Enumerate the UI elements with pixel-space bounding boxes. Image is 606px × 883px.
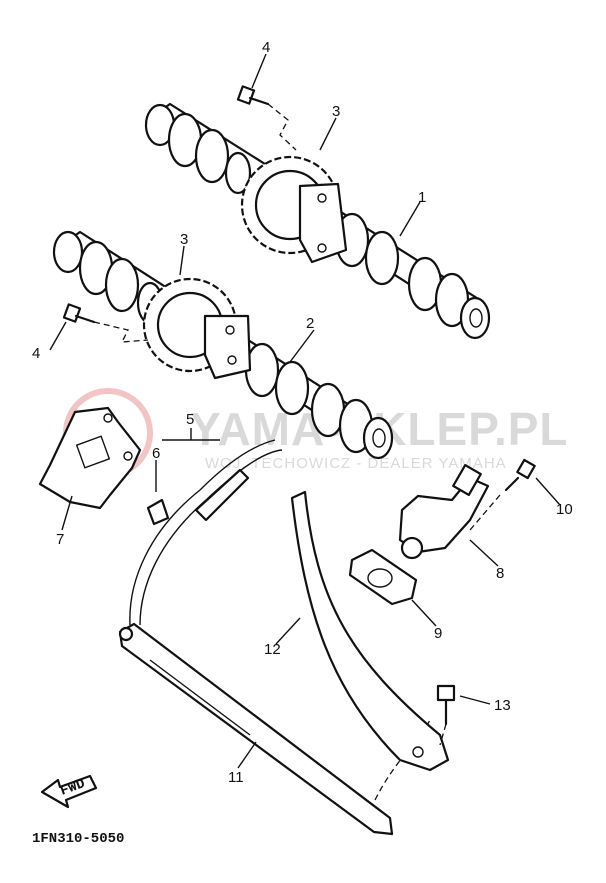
bolt-tensioner [469, 458, 536, 531]
cam-sprocket-lower [142, 277, 252, 380]
callout-11: 11 [228, 769, 244, 786]
chain-guide-tensioner [290, 490, 450, 772]
cam-chain [129, 439, 431, 801]
chain-tensioner [398, 464, 490, 560]
leader-lines [49, 53, 561, 769]
callout-8: 8 [496, 565, 504, 582]
callout-3-upper: 3 [332, 103, 340, 120]
callout-1: 1 [418, 189, 426, 206]
chain-guide-exhaust [118, 622, 394, 836]
callout-4-upper: 4 [262, 39, 270, 56]
fwd-label: FWD [58, 776, 87, 800]
callout-12: 12 [264, 641, 281, 658]
bolt-upper [236, 85, 297, 151]
forward-direction-arrow: FWD [40, 774, 98, 809]
watermark-tagline: WOJ. TECHOWICZ - DEALER YAMAHA [205, 455, 507, 472]
callout-10: 10 [556, 501, 573, 518]
callout-9: 9 [434, 625, 442, 642]
tensioner-gasket [348, 548, 418, 606]
part-code: 1FN310-5050 [32, 831, 124, 847]
callout-7: 7 [56, 531, 64, 548]
callout-5: 5 [186, 411, 194, 428]
callout-13: 13 [494, 697, 511, 714]
cam-sprocket-upper [240, 155, 348, 264]
bolt-lower [62, 303, 149, 343]
callout-3-lower: 3 [180, 231, 188, 248]
callout-4-lower: 4 [32, 345, 40, 362]
callouts: 1 2 3 3 4 4 5 6 7 8 9 10 11 12 13 [32, 39, 573, 786]
callout-2: 2 [306, 315, 314, 332]
bolt-guide [436, 684, 456, 746]
chain-guide-top [38, 406, 142, 510]
callout-6: 6 [152, 445, 160, 462]
